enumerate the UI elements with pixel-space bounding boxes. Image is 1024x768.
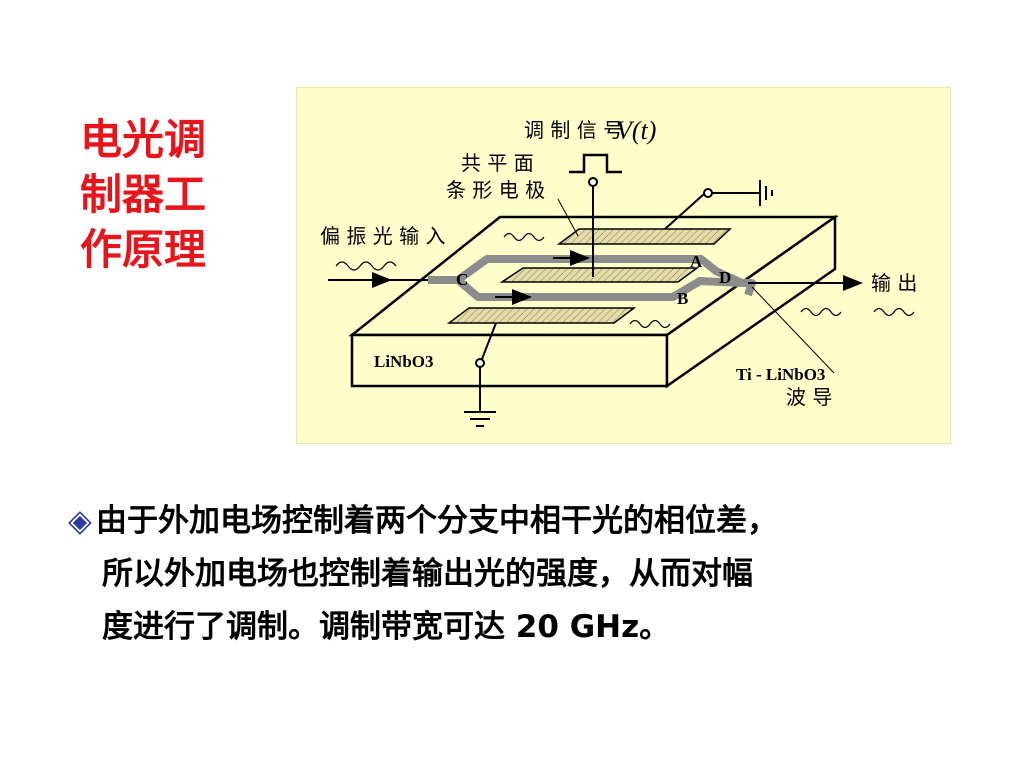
point-c-label: C xyxy=(456,270,468,289)
title-line: 电光调 xyxy=(80,115,207,164)
signal-label: 调 制 信 号 xyxy=(524,118,623,142)
bottom-electrode xyxy=(446,307,637,324)
title-line: 制器工 xyxy=(80,170,207,219)
signal-symbol: V(t) xyxy=(616,116,656,145)
top-electrode xyxy=(556,228,732,245)
electrodes xyxy=(446,228,732,324)
body-text: ◈由于外加电场控制着两个分支中相干光的相位差， 所以外加电场也控制着输出光的强度… xyxy=(68,495,1008,654)
bottom-ground xyxy=(464,322,497,427)
middle-electrode xyxy=(499,267,700,283)
light-path xyxy=(328,272,863,291)
substrate-label: LiNbO3 xyxy=(374,352,434,371)
wave-symbols xyxy=(335,232,915,329)
top-ground xyxy=(664,180,773,230)
body-line: 所以外加电场也控制着输出光的强度，从而对幅 xyxy=(102,556,753,592)
input-label: 偏 振 光 输 入 xyxy=(320,224,445,248)
title-line: 作原理 xyxy=(80,225,207,274)
diamond-bullet-icon: ◈ xyxy=(68,503,92,539)
waveguide-label-line1: Ti - LiNbO3 xyxy=(736,365,825,384)
point-d-label: D xyxy=(719,268,731,287)
body-line: ◈由于外加电场控制着两个分支中相干光的相位差， xyxy=(68,495,1008,548)
output-label: 输 出 xyxy=(871,271,917,295)
pointer-lines xyxy=(557,198,835,374)
modulator-diagram: 调 制 信 号 V(t) 共 平 面 条 形 电 极 偏 振 光 输 入 输 出… xyxy=(296,87,951,444)
slide-title: 电光调 制器工 作原理 xyxy=(80,112,250,277)
point-a-label: A xyxy=(690,252,703,271)
pulse-signal xyxy=(569,153,622,174)
waveguide-arrows xyxy=(495,250,590,305)
point-b-label: B xyxy=(677,289,688,308)
electrode-label-line1: 共 平 面 xyxy=(461,151,534,175)
body-line-text: 由于外加电场控制着两个分支中相干光的相位差， xyxy=(96,503,778,539)
electrode-label-line2: 条 形 电 极 xyxy=(446,178,545,202)
body-line: 度进行了调制。调制带宽可达 20 GHz。 xyxy=(102,609,671,645)
signal-wire xyxy=(588,177,598,277)
waveguide-label-line2: 波 导 xyxy=(786,385,832,409)
